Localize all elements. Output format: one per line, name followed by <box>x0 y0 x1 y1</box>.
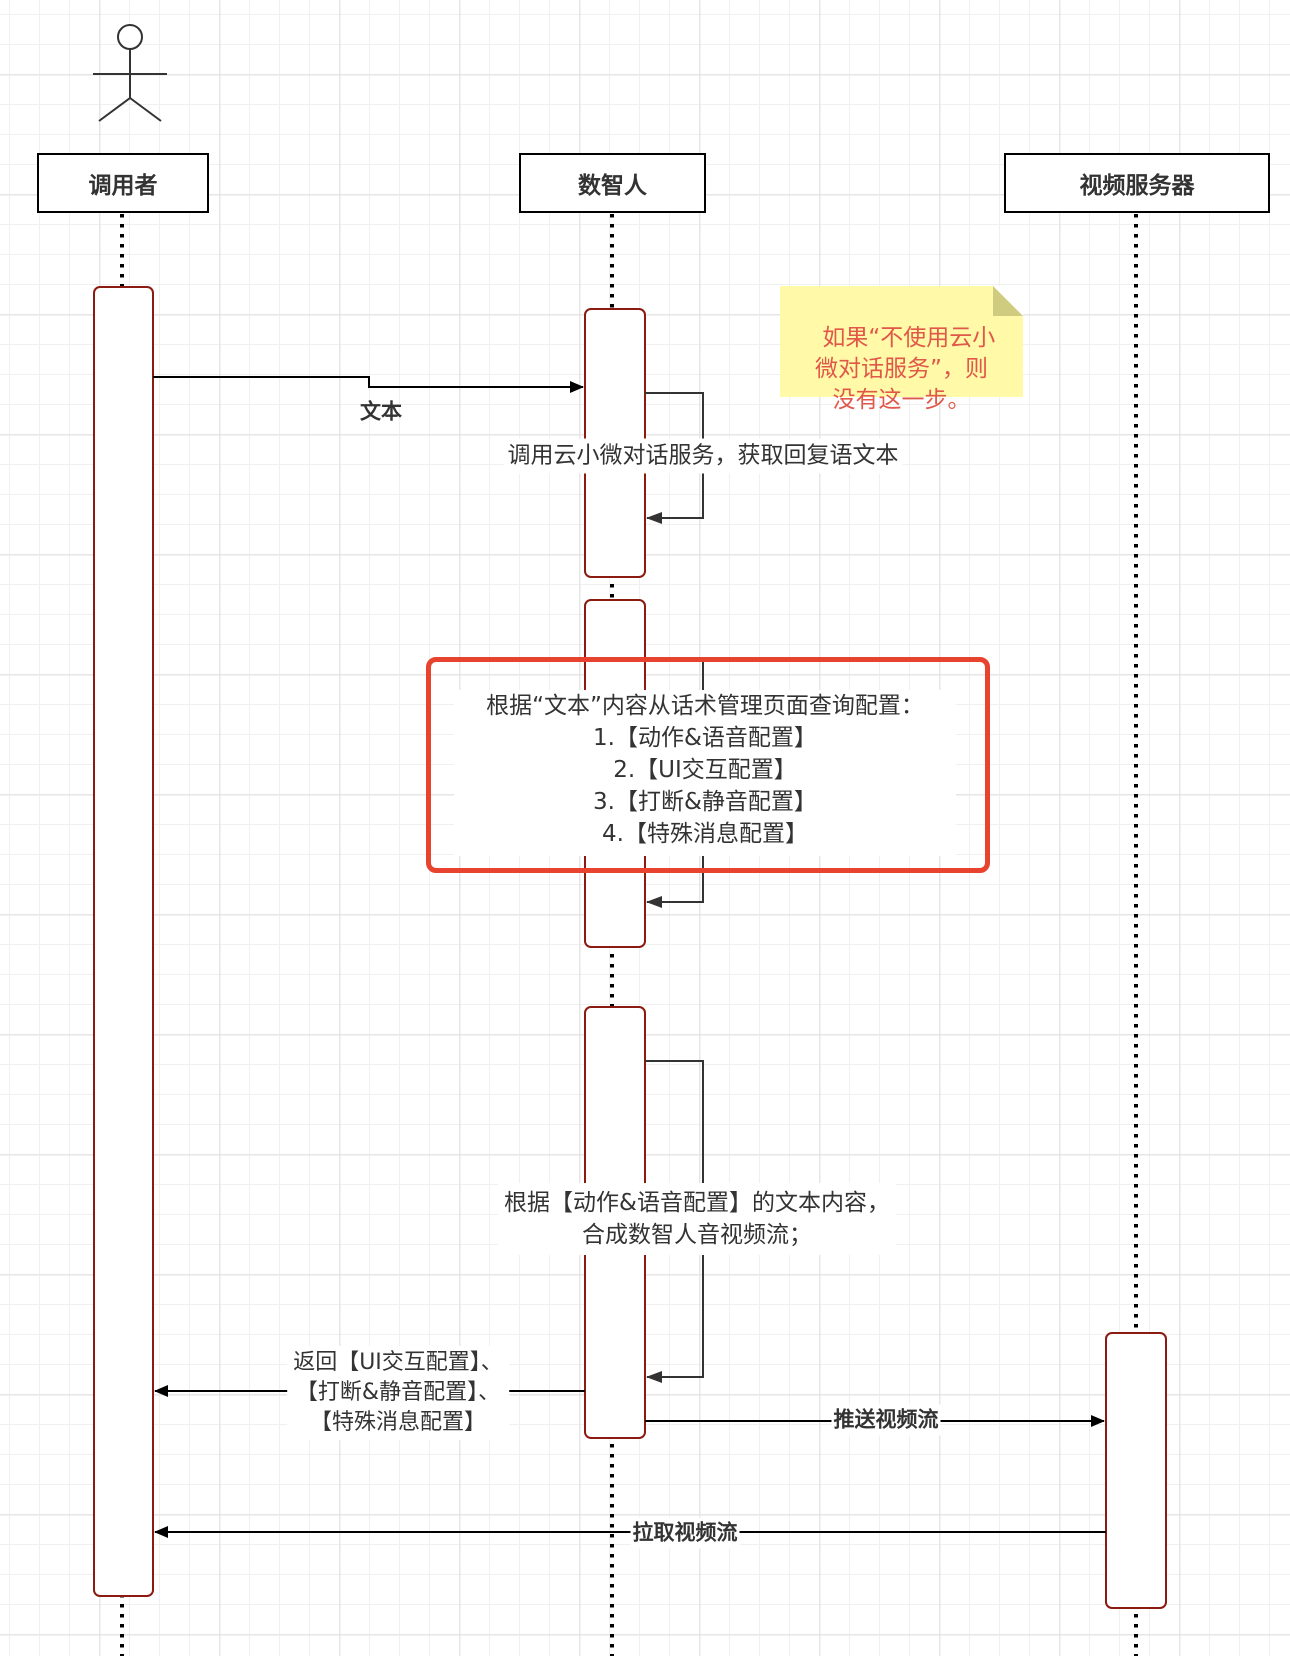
participant-caller-label: 调用者 <box>88 173 158 199</box>
activation-video-server[interactable] <box>1105 1332 1167 1609</box>
message-label-push-stream: 推送视频流 <box>831 1404 941 1436</box>
note-text: 如果“不使用云小 微对话服务”，则 没有这一步。 <box>815 325 996 413</box>
message-label-pull-stream: 拉取视频流 <box>630 1517 740 1549</box>
activation-caller[interactable] <box>93 286 154 1597</box>
message-label-query-config: 根据“文本”内容从话术管理页面查询配置： 1.【动作&语音配置】 2.【UI交互… <box>486 693 924 847</box>
message-label-cloud-dialog: 调用云小微对话服务，获取回复语文本 <box>503 438 903 474</box>
participant-digital-human-label: 数智人 <box>578 173 647 199</box>
sticky-note[interactable]: 如果“不使用云小 微对话服务”，则 没有这一步。 <box>780 286 1023 413</box>
message-label-synthesize: 根据【动作&语音配置】的文本内容， 合成数智人音视频流； <box>498 1183 896 1255</box>
message-arrow-text[interactable] <box>153 376 584 393</box>
stick-figure-icon <box>93 24 167 122</box>
note-fold-corner <box>993 286 1023 316</box>
participant-digital-human[interactable]: 数智人 <box>519 153 706 213</box>
message-label-return-configs: 返回【UI交互配置】、 【打断&静音配置】、 【特殊消息配置】 <box>287 1346 509 1440</box>
message-label-text: 文本 <box>360 399 402 424</box>
participant-caller[interactable]: 调用者 <box>37 153 209 213</box>
participant-video-server-label: 视频服务器 <box>1079 173 1195 199</box>
highlight-frame <box>426 657 990 873</box>
participant-video-server[interactable]: 视频服务器 <box>1004 153 1270 213</box>
query-label-background <box>454 690 956 856</box>
